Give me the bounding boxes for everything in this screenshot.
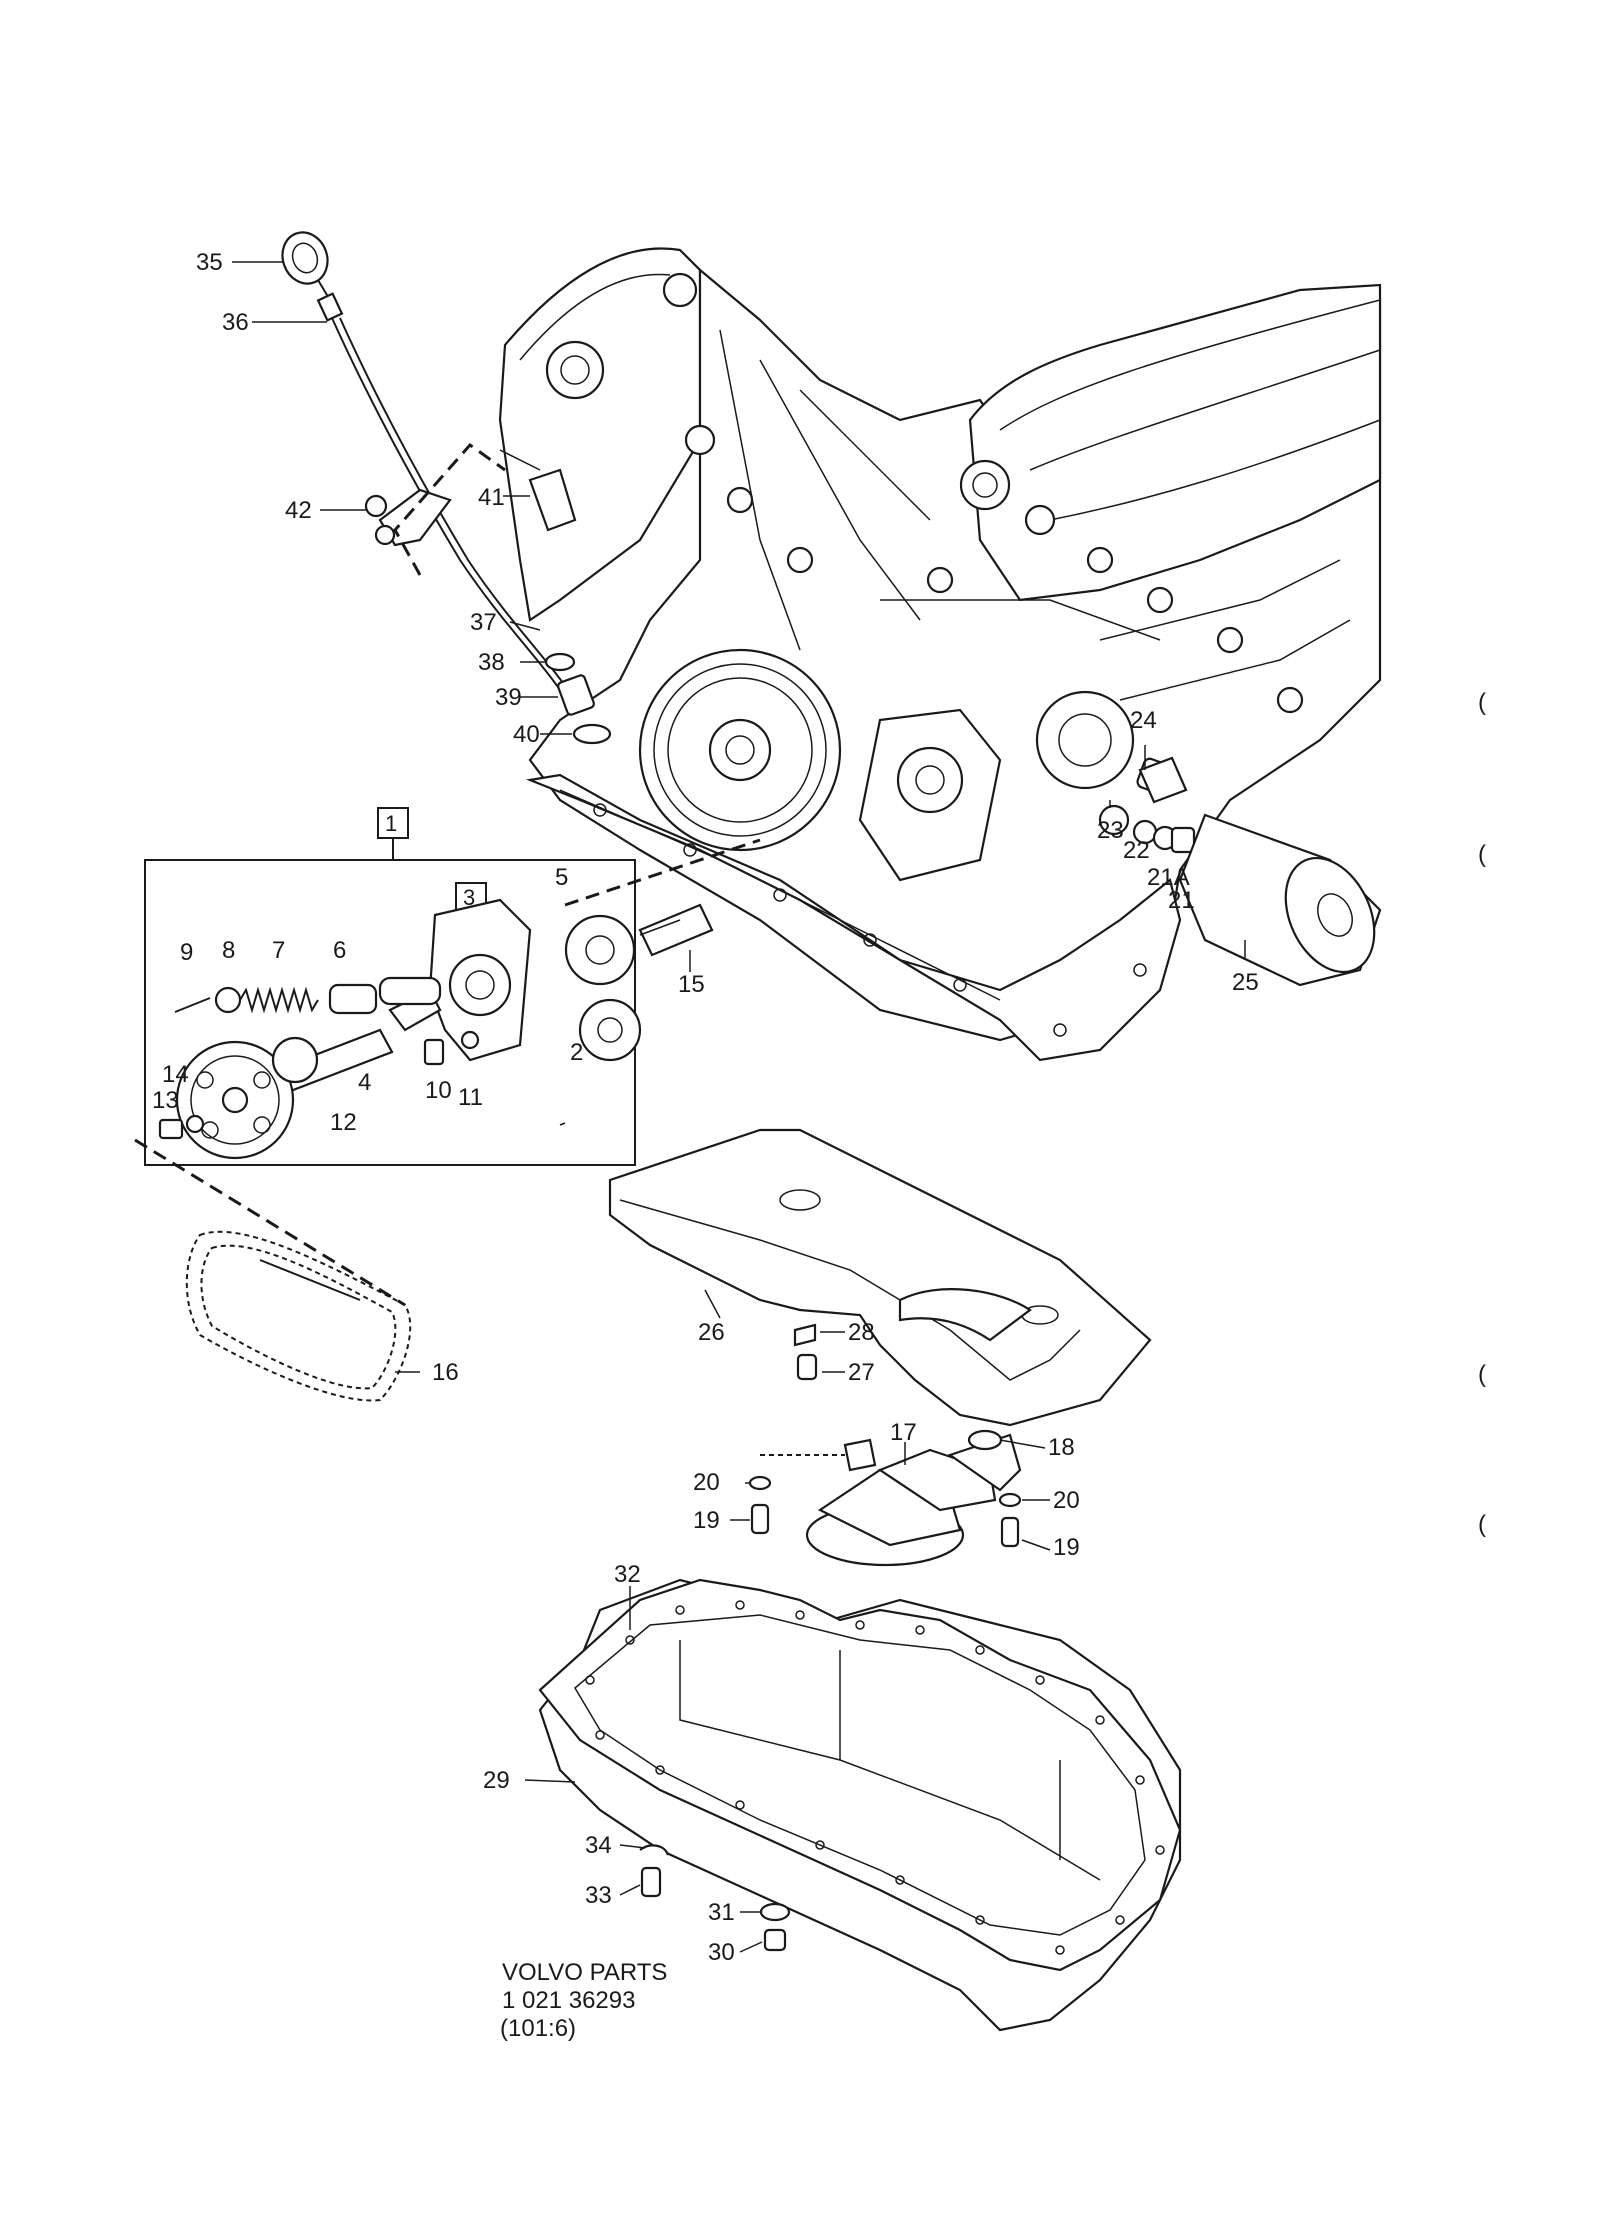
callout-14: 14	[162, 1061, 189, 1088]
callout-9: 9	[180, 939, 193, 966]
margin-mark-1: (	[1478, 689, 1486, 716]
callout-42: 42	[285, 497, 312, 524]
callout-20-right: 20	[1053, 1487, 1080, 1514]
intermediate-shaft	[564, 838, 761, 957]
callout-40: 40	[513, 721, 540, 748]
oil-baffle	[608, 1128, 1152, 1427]
callout-20-left: 20	[693, 1469, 720, 1496]
timing-chain	[134, 1138, 412, 1402]
oil-pump-inset	[144, 807, 642, 1166]
callout-39: 39	[495, 684, 522, 711]
callout-10: 10	[425, 1077, 452, 1104]
callout-16: 16	[432, 1359, 459, 1386]
callout-25: 25	[1232, 969, 1259, 996]
footer-line-2: 1 021 36293	[502, 1987, 635, 2014]
catalog-footer: VOLVO PARTS 1 021 36293 (101:6)	[500, 1959, 667, 2042]
callout-29: 29	[483, 1767, 510, 1794]
callout-7: 7	[272, 937, 285, 964]
footer-line-3: (101:6)	[500, 2015, 576, 2042]
callout-3: 3	[463, 885, 475, 910]
margin-marks: ( ( ( (	[1478, 689, 1486, 1538]
callout-33: 33	[585, 1882, 612, 1909]
oil-filter-assembly	[1098, 756, 1382, 987]
callout-41: 41	[478, 484, 505, 511]
callout-1: 1	[385, 811, 397, 836]
callout-11: 11	[458, 1084, 483, 1111]
callout-24: 24	[1130, 707, 1157, 734]
dipstick-assembly	[281, 231, 612, 745]
footer-line-1: VOLVO PARTS	[502, 1959, 667, 1986]
callout-31: 31	[708, 1899, 735, 1926]
margin-mark-4: (	[1478, 1511, 1486, 1538]
callout-23: 23	[1097, 817, 1124, 844]
callout-34: 34	[585, 1832, 612, 1859]
callout-35: 35	[196, 249, 223, 276]
callout-12: 12	[330, 1109, 357, 1136]
callout-38: 38	[478, 649, 505, 676]
callout-6: 6	[333, 937, 346, 964]
margin-mark-2: (	[1478, 841, 1486, 868]
oil-pan	[538, 1578, 1182, 2032]
callout-4: 4	[358, 1069, 371, 1096]
callout-2: 2	[570, 1039, 583, 1066]
callout-17: 17	[890, 1419, 917, 1446]
leader-lines	[232, 261, 1246, 1953]
callout-19-left: 19	[693, 1507, 720, 1534]
callout-18: 18	[1048, 1434, 1075, 1461]
callout-21: 21	[1168, 887, 1195, 914]
callout-32: 32	[614, 1561, 641, 1588]
callout-22: 22	[1123, 837, 1150, 864]
callout-labels: 35 36 41 42 37 38 39 40 24 23 22 21A 21 …	[152, 249, 1259, 1966]
callout-15: 15	[678, 971, 705, 998]
oil-pickup	[748, 1429, 1022, 1567]
callout-8: 8	[222, 937, 235, 964]
callout-21a: 21A	[1147, 864, 1190, 891]
margin-mark-3: (	[1478, 1361, 1486, 1388]
callout-19-right: 19	[1053, 1534, 1080, 1561]
callout-13: 13	[152, 1087, 179, 1114]
callout-27: 27	[848, 1359, 875, 1386]
callout-26: 26	[698, 1319, 725, 1346]
callout-37: 37	[470, 609, 497, 636]
callout-28: 28	[848, 1319, 875, 1346]
callout-30: 30	[708, 1939, 735, 1966]
callout-5: 5	[555, 864, 568, 891]
callout-36: 36	[222, 309, 249, 336]
